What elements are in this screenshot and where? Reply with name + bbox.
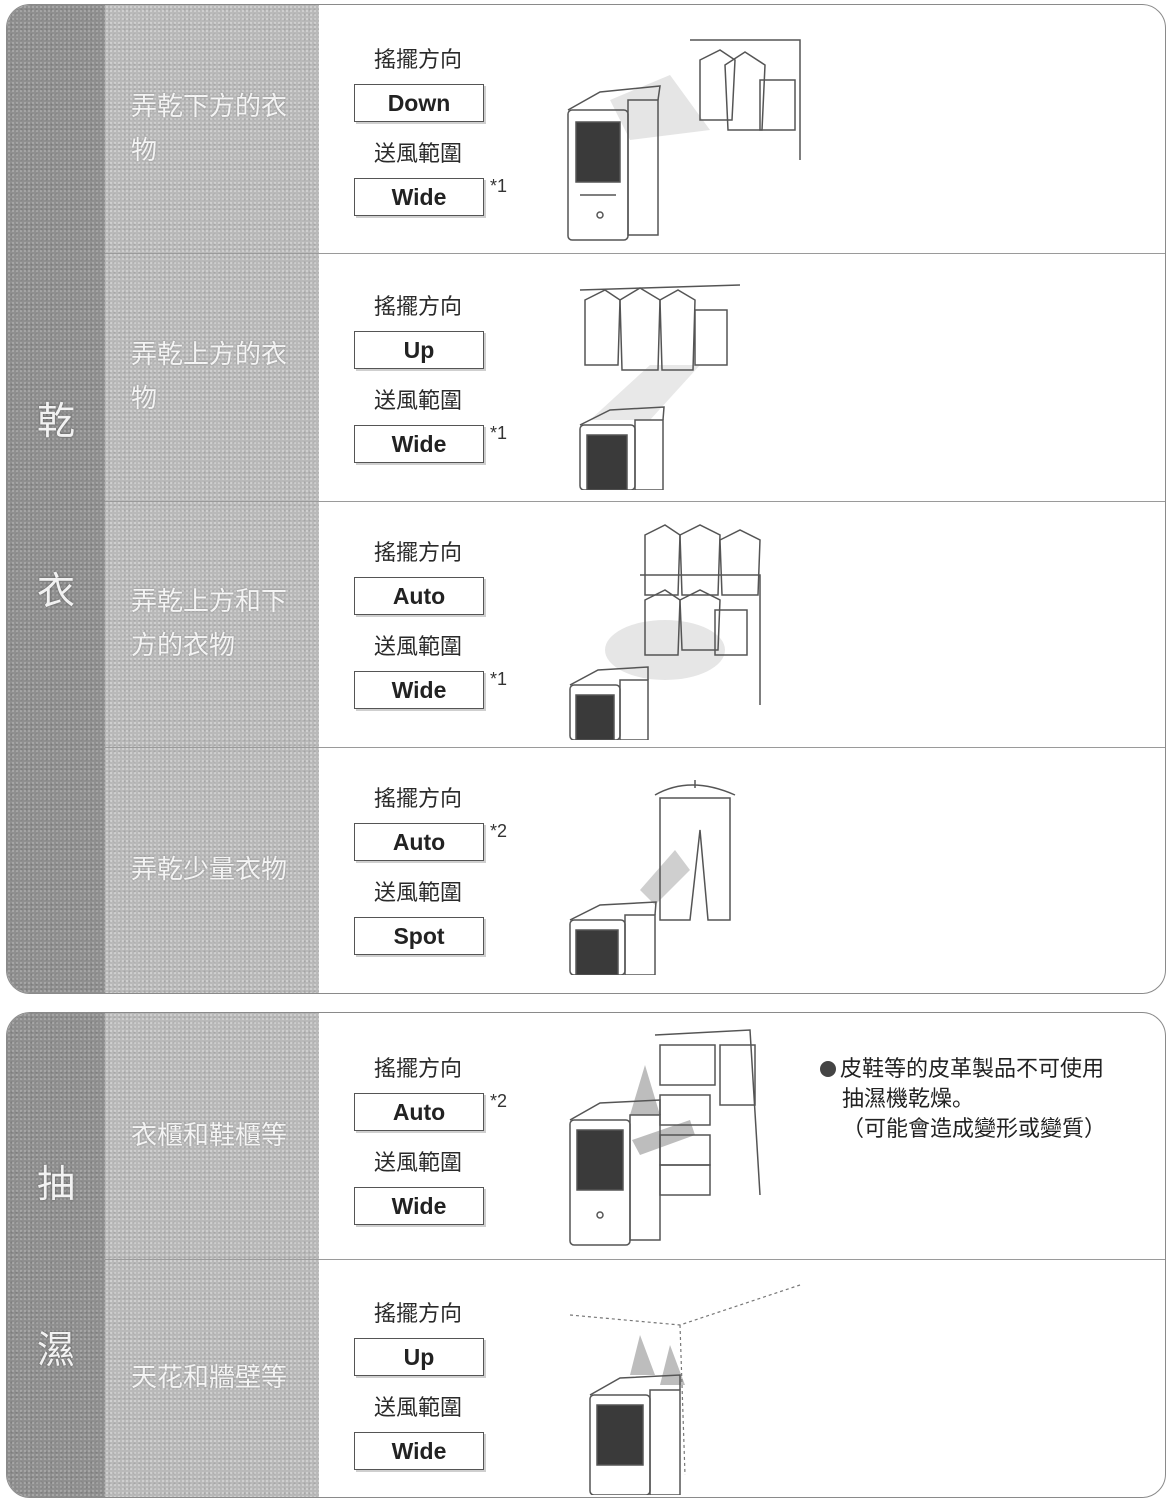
swing-direction-label: 搖擺方向	[374, 1302, 463, 1327]
swing-footnote: *2	[490, 1091, 508, 1111]
category-label: 弄乾上方和下方的衣物	[131, 587, 288, 661]
row-divider	[105, 253, 1165, 254]
range-footnote: *1	[490, 176, 508, 196]
dryer-up-illustration	[560, 270, 760, 490]
swing-direction-value: Up	[354, 1338, 484, 1376]
dryer-spot-illustration	[560, 770, 760, 975]
swing-direction-label: 搖擺方向	[374, 787, 463, 812]
airflow-range-label: 送風範圍	[374, 881, 463, 906]
dehumidify-panel: 抽 濕 衣櫃和鞋櫃等 天花和牆壁等	[6, 1012, 1166, 1498]
settings-block: 搖擺方向 Auto *2 送風範圍 Spot	[354, 785, 534, 973]
range-footnote: *1	[490, 669, 508, 689]
dryer-down-illustration	[560, 20, 830, 245]
section-side-bar: 抽 濕	[7, 1013, 105, 1497]
swing-direction-value: Auto	[354, 1093, 484, 1131]
swing-direction-value: Up	[354, 331, 484, 369]
swing-footnote: *2	[490, 821, 508, 841]
category-cell: 天花和牆壁等	[105, 1259, 319, 1497]
caution-line-1: 皮鞋等的皮革製品不可使用	[840, 1057, 1105, 1082]
row-divider	[105, 747, 1165, 748]
swing-direction-label: 搖擺方向	[374, 1057, 463, 1082]
category-label: 弄乾上方的衣物	[131, 340, 288, 414]
settings-block: 搖擺方向 Auto *2 送風範圍 Wide	[354, 1055, 534, 1243]
side-label-char: 抽	[36, 1162, 75, 1206]
category-cell: 衣櫃和鞋櫃等	[105, 1013, 319, 1259]
swing-direction-value: Auto	[354, 577, 484, 615]
range-footnote: *1	[490, 423, 508, 443]
airflow-range-value: Wide	[354, 1187, 484, 1225]
category-cell: 弄乾少量衣物	[105, 747, 319, 993]
category-cell: 弄乾上方的衣物	[105, 253, 319, 501]
airflow-range-label: 送風範圍	[374, 142, 463, 167]
airflow-range-value: Wide	[354, 425, 484, 463]
airflow-range-label: 送風範圍	[374, 1151, 463, 1176]
closet-illustration	[560, 1025, 775, 1250]
airflow-range-value: Wide	[354, 178, 484, 216]
row-divider	[105, 501, 1165, 502]
side-label-char: 濕	[36, 1328, 75, 1372]
airflow-range-value: Spot	[354, 917, 484, 955]
category-label: 天花和牆壁等	[131, 1363, 288, 1393]
airflow-range-label: 送風範圍	[374, 1396, 463, 1421]
swing-direction-value: Auto	[354, 823, 484, 861]
side-label-char: 衣	[36, 569, 75, 613]
bullet-icon	[820, 1061, 836, 1077]
dryer-auto-illustration	[560, 515, 790, 740]
swing-direction-label: 搖擺方向	[374, 295, 463, 320]
airflow-range-value: Wide	[354, 671, 484, 709]
settings-block: 搖擺方向 Up 送風範圍 Wide *1	[354, 293, 534, 481]
settings-block: 搖擺方向 Auto 送風範圍 Wide *1	[354, 539, 534, 727]
row-divider	[105, 1259, 1165, 1260]
ceiling-wall-illustration	[560, 1275, 810, 1495]
settings-block: 搖擺方向 Up 送風範圍 Wide	[354, 1300, 534, 1488]
settings-block: 搖擺方向 Down 送風範圍 Wide *1	[354, 46, 534, 234]
category-cell: 弄乾上方和下方的衣物	[105, 501, 319, 747]
airflow-range-label: 送風範圍	[374, 389, 463, 414]
category-label: 弄乾少量衣物	[131, 855, 288, 885]
swing-direction-value: Down	[354, 84, 484, 122]
caution-line-3: （可能會造成變形或變質）	[842, 1117, 1107, 1142]
swing-direction-label: 搖擺方向	[374, 541, 463, 566]
caution-line-2: 抽濕機乾燥。	[842, 1087, 975, 1112]
caution-note: 皮鞋等的皮革製品不可使用 抽濕機乾燥。 （可能會造成變形或變質）	[820, 1055, 1160, 1145]
airflow-range-label: 送風範圍	[374, 635, 463, 660]
side-label-char: 乾	[36, 399, 75, 443]
category-label: 弄乾下方的衣物	[131, 92, 288, 166]
swing-direction-label: 搖擺方向	[374, 48, 463, 73]
category-label: 衣櫃和鞋櫃等	[131, 1121, 288, 1151]
section-side-bar: 乾 衣	[7, 5, 105, 993]
category-cell: 弄乾下方的衣物	[105, 5, 319, 253]
airflow-range-value: Wide	[354, 1432, 484, 1470]
